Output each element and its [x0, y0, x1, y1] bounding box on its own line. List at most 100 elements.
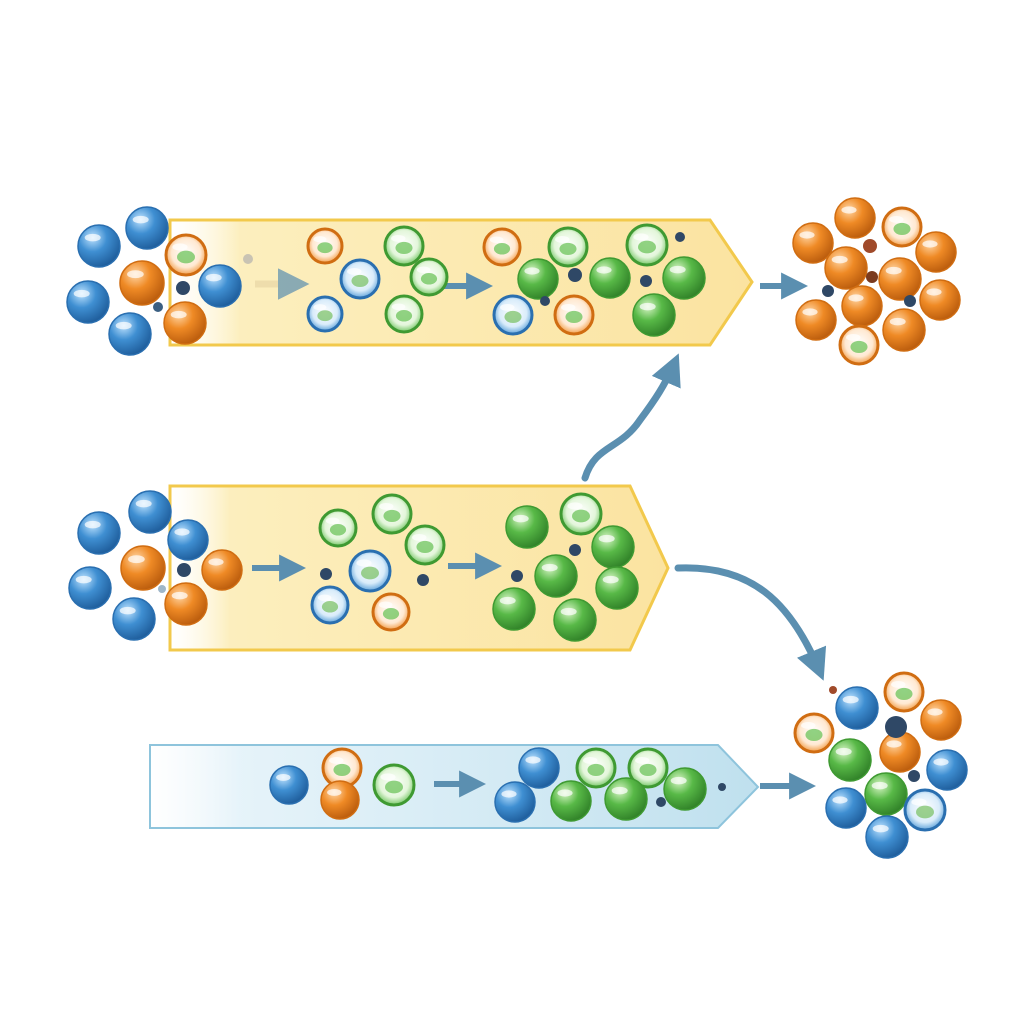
blue-particle	[492, 294, 534, 336]
blue-particle	[310, 585, 350, 625]
small-particle	[417, 574, 429, 586]
small-particle	[640, 275, 652, 287]
blue-particle	[926, 749, 968, 791]
orange-particle	[879, 731, 921, 773]
green-particle	[604, 777, 648, 821]
small-particle	[885, 716, 907, 738]
blue-particle	[494, 781, 536, 823]
orange-particle	[120, 545, 166, 591]
green-particle	[589, 257, 631, 299]
green-particle	[534, 554, 578, 598]
flow-arrows	[252, 268, 817, 800]
small-particle	[540, 296, 550, 306]
green-particle	[371, 493, 413, 535]
blue-particle	[339, 258, 381, 300]
small-particle	[829, 686, 837, 694]
blue-particle	[108, 312, 152, 356]
green-particle	[383, 225, 425, 267]
small-particle	[568, 268, 582, 282]
curved-arrow-down-icon	[674, 564, 827, 681]
particles	[66, 197, 968, 859]
orange-particle	[792, 222, 834, 264]
orange-particle	[838, 324, 880, 366]
green-particle	[505, 505, 549, 549]
curved-arrow-up-icon	[581, 353, 681, 482]
orange-particle	[306, 227, 344, 265]
small-particle	[863, 239, 877, 253]
blue-particle	[269, 765, 309, 805]
green-particle	[409, 257, 449, 297]
blue-particle	[112, 597, 156, 641]
blue-particle	[125, 206, 169, 250]
orange-particle	[834, 197, 876, 239]
blue-particle	[68, 566, 112, 610]
small-particle	[511, 570, 523, 582]
small-particle	[904, 295, 916, 307]
green-particle	[575, 747, 617, 789]
blue-particle	[518, 747, 560, 789]
orange-particle	[915, 231, 957, 273]
green-particle	[559, 492, 603, 536]
blue-particle	[306, 295, 344, 333]
orange-particle	[163, 301, 207, 345]
orange-particle	[482, 227, 522, 267]
blue-particle	[835, 686, 879, 730]
orange-particle	[164, 582, 208, 626]
small-particle	[675, 232, 685, 242]
small-particle	[569, 544, 581, 556]
blue-particle	[167, 519, 209, 561]
green-particle	[517, 258, 559, 300]
blue-particle	[198, 264, 242, 308]
green-particle	[632, 293, 676, 337]
small-particles	[153, 232, 920, 807]
blue-particle	[77, 511, 121, 555]
small-particle	[822, 285, 834, 297]
blue-particle	[128, 490, 172, 534]
green-particle	[828, 738, 872, 782]
orange-particle	[882, 308, 926, 352]
blue-particle	[865, 815, 909, 859]
orange-particle	[881, 206, 923, 248]
orange-particle	[919, 279, 961, 321]
orange-particle	[793, 712, 835, 754]
blue-particle	[77, 224, 121, 268]
green-particle	[591, 525, 635, 569]
small-particle	[177, 563, 191, 577]
orange-particle	[920, 699, 962, 741]
blue-particle	[825, 787, 867, 829]
small-particle	[243, 254, 253, 264]
orange-particle	[553, 294, 595, 336]
green-particle	[404, 524, 446, 566]
orange-particle	[841, 285, 883, 327]
green-particle	[384, 294, 424, 334]
orange-particle	[201, 549, 243, 591]
small-particle	[153, 302, 163, 312]
orange-particle	[320, 780, 360, 820]
green-particle	[318, 508, 358, 548]
blue-particle	[348, 549, 392, 593]
small-particle	[718, 783, 726, 791]
green-particle	[553, 598, 597, 642]
small-particle	[656, 797, 666, 807]
green-particle	[663, 767, 707, 811]
green-particle	[864, 772, 908, 816]
orange-particle	[321, 747, 363, 789]
green-particle	[625, 223, 669, 267]
orange-particle	[878, 257, 922, 301]
small-particle	[320, 568, 332, 580]
small-particle	[866, 271, 878, 283]
green-particle	[492, 587, 536, 631]
blue-particle	[66, 280, 110, 324]
small-particle	[176, 281, 190, 295]
orange-particle	[371, 592, 411, 632]
small-particle	[908, 770, 920, 782]
green-particle	[372, 763, 416, 807]
orange-particle	[164, 233, 208, 277]
connectors	[581, 353, 827, 681]
blue-particle	[903, 788, 947, 832]
orange-particle	[119, 260, 165, 306]
green-particle	[550, 780, 592, 822]
orange-particle	[795, 299, 837, 341]
green-particle	[627, 747, 669, 789]
